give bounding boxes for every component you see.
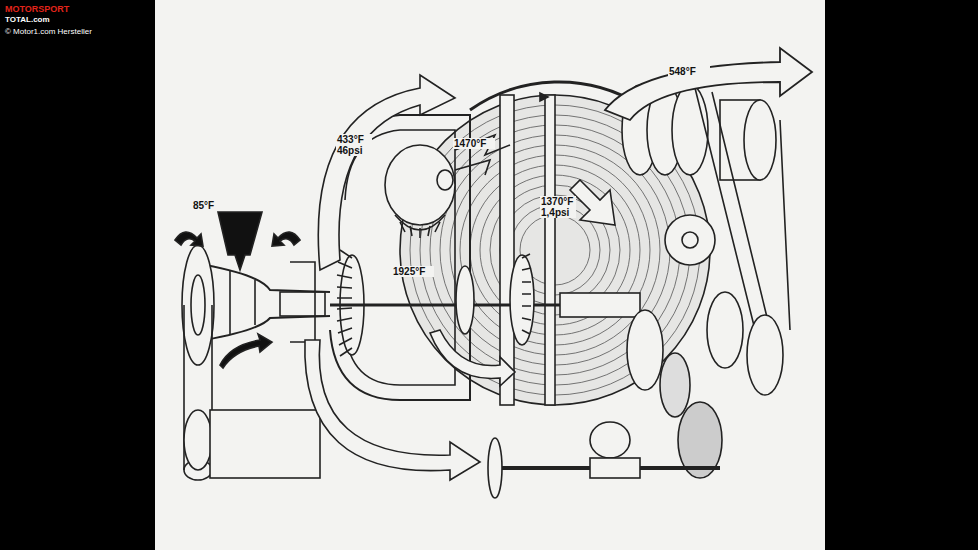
temperature-label: 548°F — [668, 66, 710, 77]
watermark-logo: TOTAL.com — [4, 14, 86, 25]
temperature-label: 1470°F — [453, 138, 495, 149]
temperature-pressure-label: 1370°F 1,4psi — [540, 196, 576, 218]
temperature-pressure-label: 433°F 46psi — [336, 134, 372, 156]
watermark-logo: MOTORSPORT — [4, 4, 86, 15]
temperature-label: 1925°F — [392, 266, 434, 277]
temperature-label: 85°F — [192, 200, 234, 211]
watermark: © Motor1.com Hersteller — [4, 26, 126, 37]
